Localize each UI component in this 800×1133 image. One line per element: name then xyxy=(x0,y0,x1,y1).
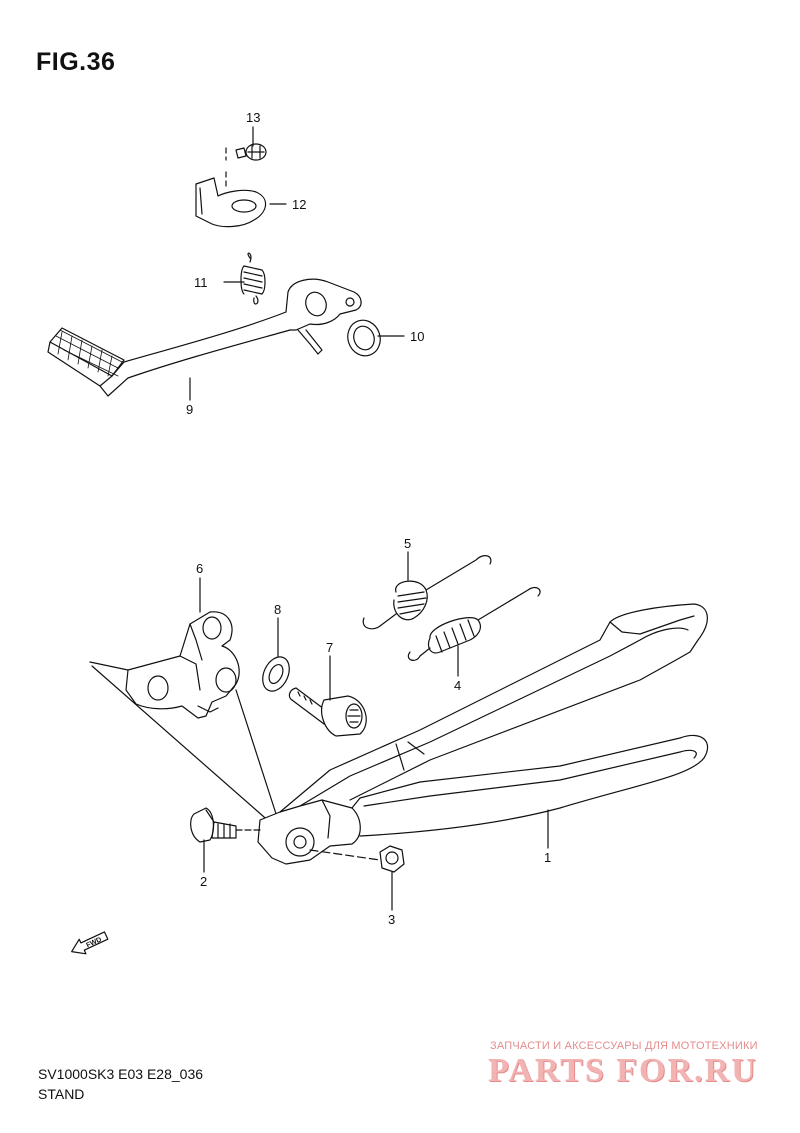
label-2: 2 xyxy=(200,874,207,889)
label-1: 1 xyxy=(544,850,551,865)
label-9: 9 xyxy=(186,402,193,417)
part-7-bolt xyxy=(288,687,367,737)
part-2-pivot-bolt xyxy=(190,807,263,843)
part-9-gearshift-lever xyxy=(47,278,362,397)
label-5: 5 xyxy=(404,536,411,551)
label-3: 3 xyxy=(388,912,395,927)
diagram-name: STAND xyxy=(38,1086,85,1102)
label-13: 13 xyxy=(246,110,260,125)
part-6-bracket xyxy=(89,611,279,825)
diagram-code: SV1000SK3 E03 E28_036 xyxy=(38,1066,204,1082)
part-11-spring xyxy=(240,252,266,305)
label-6: 6 xyxy=(196,561,203,576)
fwd-label: FWD xyxy=(85,936,102,949)
part-4-spring xyxy=(407,586,541,661)
part-8-washer xyxy=(262,656,290,692)
part-3-nut xyxy=(309,845,405,873)
label-8: 8 xyxy=(274,602,281,617)
part-10-washer xyxy=(347,319,381,357)
label-12: 12 xyxy=(292,197,306,212)
part-labels: 13 12 11 10 9 5 6 8 7 4 1 2 3 xyxy=(186,110,551,927)
label-10: 10 xyxy=(410,329,424,344)
label-4: 4 xyxy=(454,678,461,693)
part-12-bracket xyxy=(195,177,267,228)
label-11: 11 xyxy=(194,275,208,290)
watermark-logo: PARTS FOR.RU xyxy=(488,1052,758,1089)
watermark-tagline: ЗАПЧАСТИ И АКСЕССУАРЫ ДЛЯ МОТОТЕХНИКИ xyxy=(490,1040,758,1052)
fwd-arrow-icon: FWD xyxy=(71,931,109,955)
label-7: 7 xyxy=(326,640,333,655)
part-13-bolt xyxy=(225,143,267,187)
leader-lines xyxy=(189,126,549,911)
figure-title: FIG.36 xyxy=(36,48,116,76)
part-1-side-stand xyxy=(257,603,709,865)
part-5-spring xyxy=(362,555,492,630)
